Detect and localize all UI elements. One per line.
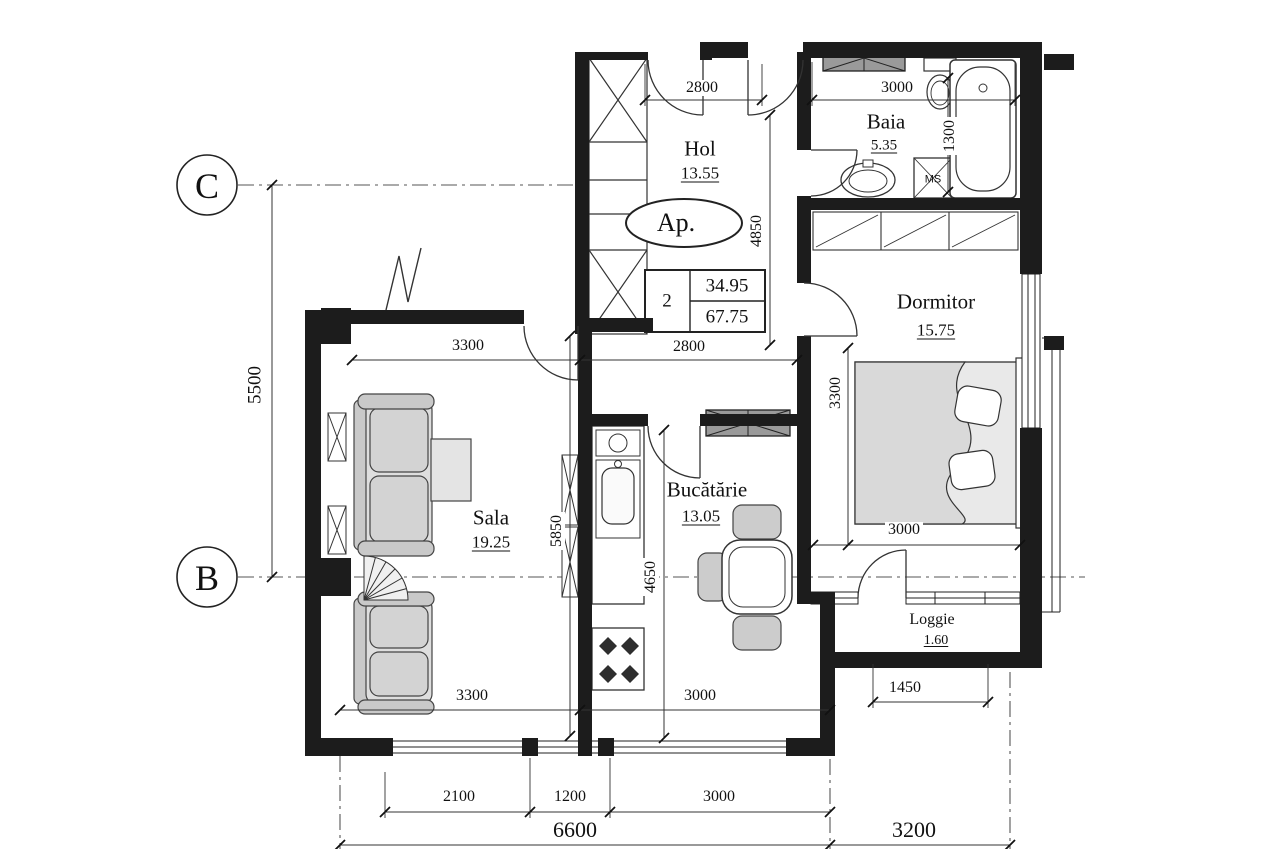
wardrobe [588, 57, 648, 335]
bed [854, 357, 1029, 529]
dim-left-overall: 5500 [245, 363, 266, 407]
room-label-loggie: Loggie [909, 611, 955, 628]
room-label-sala: Sala [472, 505, 510, 530]
dimension-ticks [266, 72, 1026, 849]
axis-b-label: B [194, 558, 220, 598]
door-baia [810, 149, 858, 197]
apartment-rooms-count: 2 [662, 290, 672, 312]
door-dormitor [803, 282, 858, 337]
dimension-lines [271, 62, 1020, 846]
room-area-sala: 19.25 [471, 532, 511, 552]
dim-sala-right: 5850 [548, 512, 565, 550]
room-area-hol: 13.55 [680, 163, 720, 183]
doors [523, 59, 907, 599]
room-area-loggie: 1.60 [923, 633, 949, 648]
dim-bottom-2100: 2100 [440, 789, 478, 805]
walls [305, 42, 1074, 756]
dim-dormitor-bed: 3000 [885, 522, 923, 538]
room-label-dormitor: Dormitor [896, 289, 976, 314]
door-sala [523, 325, 579, 381]
dim-sala-top: 3300 [449, 338, 487, 354]
dim-baia-height: 1300 [941, 117, 958, 155]
pillow [954, 385, 1002, 427]
axis-bubbles [176, 154, 238, 608]
bathtub [949, 59, 1017, 199]
apartment-living-area: 34.95 [705, 275, 749, 297]
fan-screen [363, 555, 409, 601]
break-symbol [385, 247, 422, 311]
dim-top-hol: 2800 [683, 80, 721, 96]
axis-c-circle [176, 154, 238, 216]
axis-c-label: C [194, 166, 220, 206]
room-area-bucatarie: 13.05 [681, 506, 721, 526]
dim-hol-height: 4850 [748, 212, 765, 250]
pillow [948, 449, 996, 491]
sofa-bottom [353, 591, 435, 715]
dim-bottom-3000: 3000 [700, 789, 738, 805]
sofa-top [353, 393, 435, 557]
kitchen-counter [591, 425, 645, 605]
dim-hol-bottom: 2800 [670, 339, 708, 355]
apartment-info-table [644, 269, 766, 333]
dining-chair [732, 504, 782, 540]
dim-bucatarie-bottom: 3000 [681, 688, 719, 704]
room-label-hol: Hol [684, 136, 716, 161]
room-label-bucatarie: Bucătărie [666, 477, 748, 502]
dining-table [721, 539, 793, 615]
dim-top-baia: 3000 [878, 80, 916, 96]
dim-bucatarie-left: 4650 [642, 558, 659, 596]
coffee-table [430, 438, 472, 502]
dining-set [697, 504, 793, 651]
dim-overall-3200: 3200 [888, 819, 940, 841]
dim-loggie-width: 1450 [886, 680, 924, 696]
dim-dormitor-left: 3300 [827, 374, 844, 412]
burner [599, 637, 639, 683]
room-area-dormitor: 15.75 [916, 320, 956, 340]
room-label-baia: Baia [866, 109, 906, 134]
closet [812, 211, 1019, 251]
balcony-railing [1042, 337, 1061, 613]
room-area-baia: 5.35 [870, 137, 898, 154]
stove [591, 627, 645, 691]
door-bucatarie [647, 425, 701, 479]
bathroom-fixtures [840, 57, 1017, 199]
kitchen-sink [601, 467, 635, 525]
axis-b-circle [176, 546, 238, 608]
apartment-badge-oval [625, 198, 743, 248]
washing-machine-label: MS [924, 173, 942, 186]
apartment-badge: Ap. [656, 208, 696, 237]
dim-bottom-1200: 1200 [551, 789, 589, 805]
door-entry-right [747, 59, 804, 116]
door-loggie [857, 549, 907, 599]
dim-sala-bottom: 3300 [453, 688, 491, 704]
furniture [327, 44, 1029, 715]
apartment-total-area: 67.75 [705, 306, 749, 328]
dim-overall-6600: 6600 [549, 819, 601, 841]
dining-chair [732, 615, 782, 651]
